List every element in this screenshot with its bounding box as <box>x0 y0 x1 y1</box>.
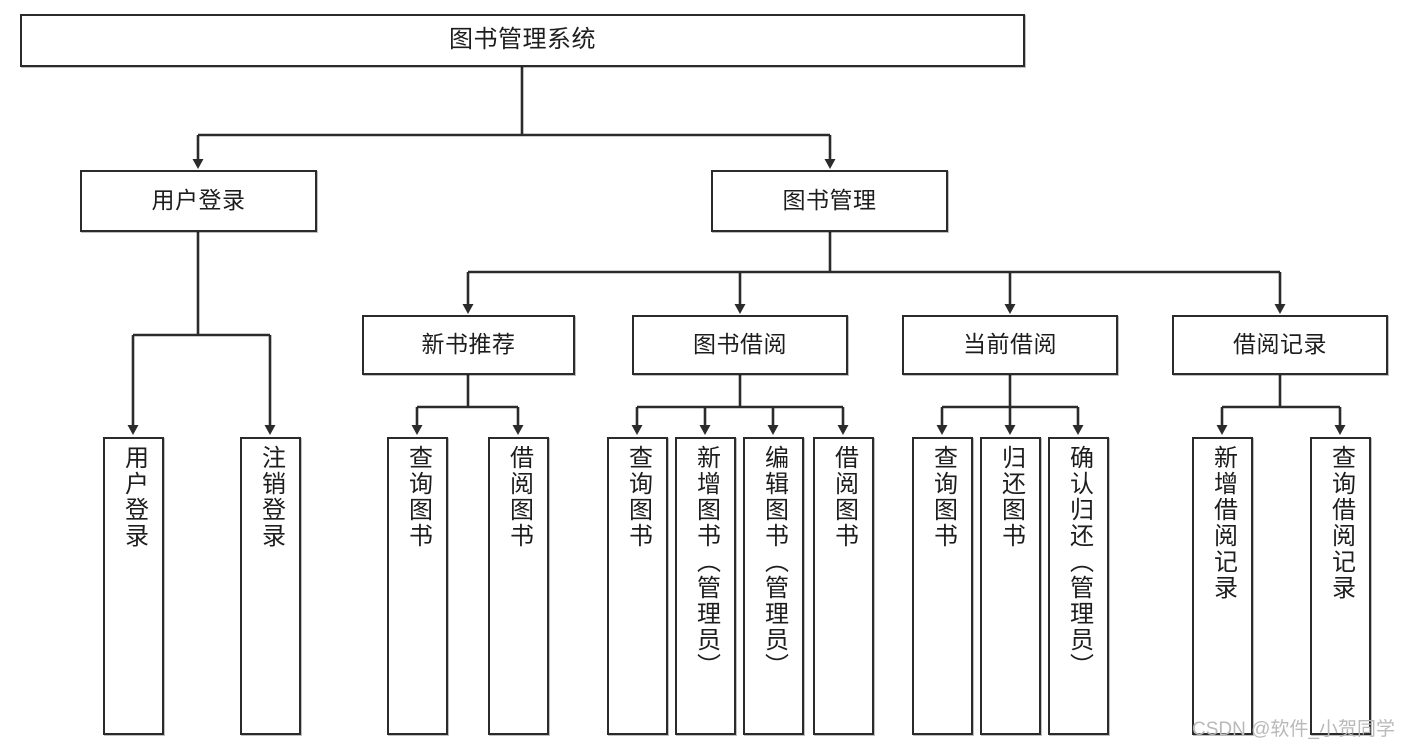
leaf-return-book-label: 归还图书 <box>997 445 1025 549</box>
leaf-borrow-book[interactable]: 借阅图书 <box>813 437 874 735</box>
leaf-query-borrow-record[interactable]: 查询借阅记录 <box>1310 437 1371 735</box>
leaf-user-login[interactable]: 用户登录 <box>103 437 164 735</box>
node-current-borrow[interactable]: 当前借阅 <box>902 315 1118 375</box>
leaf-add-book-admin-label: 新增图书（管理员） <box>692 445 720 679</box>
leaf-add-borrow-record[interactable]: 新增借阅记录 <box>1192 437 1253 735</box>
leaf-borrow-book-label: 借阅图书 <box>830 445 858 549</box>
csdn-watermark: CSDN @软件_小贺同学 <box>1192 719 1395 740</box>
node-book-borrow-label: 图书借阅 <box>693 331 787 358</box>
node-book-management[interactable]: 图书管理 <box>711 170 948 232</box>
node-new-book-recommend[interactable]: 新书推荐 <box>362 315 575 375</box>
leaf-user-login-label: 用户登录 <box>120 445 148 549</box>
node-book-borrow[interactable]: 图书借阅 <box>632 315 848 375</box>
node-new-book-recommend-label: 新书推荐 <box>421 331 516 358</box>
leaf-confirm-return-admin-label: 确认归还（管理员） <box>1065 445 1093 679</box>
node-root[interactable]: 图书管理系统 <box>20 14 1025 67</box>
leaf-logout-label: 注销登录 <box>257 445 285 549</box>
leaf-borrow-book-recommend-label: 借阅图书 <box>505 445 533 549</box>
node-user-login[interactable]: 用户登录 <box>80 170 317 232</box>
leaf-query-borrow-record-label: 查询借阅记录 <box>1327 445 1355 601</box>
leaf-query-book-borrow[interactable]: 查询图书 <box>607 437 668 735</box>
leaf-query-book-recommend[interactable]: 查询图书 <box>387 437 448 735</box>
leaf-query-book-recommend-label: 查询图书 <box>404 445 432 549</box>
leaf-query-book-borrow-label: 查询图书 <box>624 445 652 549</box>
leaf-edit-book-admin[interactable]: 编辑图书（管理员） <box>743 437 804 735</box>
leaf-borrow-book-recommend[interactable]: 借阅图书 <box>488 437 549 735</box>
node-root-label: 图书管理系统 <box>449 26 596 54</box>
leaf-query-book-current-label: 查询图书 <box>929 445 957 549</box>
node-current-borrow-label: 当前借阅 <box>963 331 1057 358</box>
node-user-login-label: 用户登录 <box>151 187 246 214</box>
leaf-query-book-current[interactable]: 查询图书 <box>912 437 973 735</box>
node-book-management-label: 图书管理 <box>782 187 877 214</box>
leaf-confirm-return-admin[interactable]: 确认归还（管理员） <box>1048 437 1109 735</box>
leaf-add-book-admin[interactable]: 新增图书（管理员） <box>675 437 736 735</box>
node-borrow-record[interactable]: 借阅记录 <box>1172 315 1388 375</box>
leaf-return-book[interactable]: 归还图书 <box>980 437 1041 735</box>
leaf-edit-book-admin-label: 编辑图书（管理员） <box>760 445 788 679</box>
leaf-add-borrow-record-label: 新增借阅记录 <box>1209 445 1237 601</box>
node-borrow-record-label: 借阅记录 <box>1233 331 1327 358</box>
leaf-logout[interactable]: 注销登录 <box>240 437 301 735</box>
